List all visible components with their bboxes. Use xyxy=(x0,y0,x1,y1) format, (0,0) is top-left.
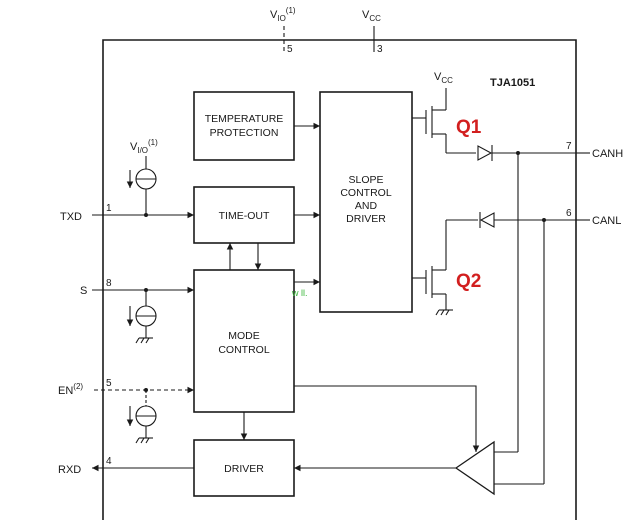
svg-text:VCC: VCC xyxy=(362,9,381,23)
svg-text:8: 8 xyxy=(106,278,112,289)
svg-text:Q1: Q1 xyxy=(456,117,482,138)
driver-block: DRIVER xyxy=(193,439,295,497)
canh-diode xyxy=(477,145,576,161)
svg-text:6: 6 xyxy=(566,208,572,219)
svg-text:AND: AND xyxy=(355,200,378,212)
svg-text:S: S xyxy=(80,285,87,297)
svg-text:TIME-OUT: TIME-OUT xyxy=(219,210,270,222)
svg-text:5: 5 xyxy=(106,378,112,389)
svg-text:DRIVER: DRIVER xyxy=(224,463,264,475)
receiver-comparator xyxy=(294,153,545,496)
svg-text:MODE: MODE xyxy=(228,330,260,342)
svg-text:CANL: CANL xyxy=(592,215,621,227)
svg-text:VIO(1): VIO(1) xyxy=(270,6,296,23)
pin-vio: VIO(1) 5 xyxy=(270,6,296,55)
mode-control-block: MODE CONTROL xyxy=(193,269,295,413)
svg-text:7: 7 xyxy=(566,141,572,152)
svg-text:TXD: TXD xyxy=(60,211,82,223)
vio-current-source: VI/O(1) xyxy=(126,138,158,217)
pin-canh: 7 CANH xyxy=(566,141,623,160)
chip-outline xyxy=(102,39,577,520)
svg-text:CONTROL: CONTROL xyxy=(218,344,269,356)
q1-transistor: VCC Q1 xyxy=(412,71,482,154)
svg-text:CONTROL: CONTROL xyxy=(340,187,391,199)
s-current-source xyxy=(126,288,157,344)
canl-diode xyxy=(479,212,576,228)
watermark: w ll. xyxy=(291,288,308,298)
svg-text:PROTECTION: PROTECTION xyxy=(210,127,279,139)
en-current-source xyxy=(126,388,157,444)
svg-text:EN(2): EN(2) xyxy=(58,382,83,397)
pin-canl: 6 CANL xyxy=(566,208,621,227)
svg-text:5: 5 xyxy=(287,44,293,55)
pin-rxd: RXD 4 xyxy=(58,456,194,476)
svg-text:SLOPE: SLOPE xyxy=(348,174,383,186)
svg-text:4: 4 xyxy=(106,456,112,467)
svg-text:3: 3 xyxy=(377,44,383,55)
temperature-protection-block: TEMPERATURE PROTECTION xyxy=(193,91,295,161)
pin-txd: TXD 1 xyxy=(60,203,194,223)
svg-text:1: 1 xyxy=(106,203,112,214)
time-out-block: TIME-OUT xyxy=(193,186,295,244)
slope-control-block: SLOPE CONTROL AND DRIVER xyxy=(319,91,413,313)
svg-text:Q2: Q2 xyxy=(456,271,481,292)
svg-text:TEMPERATURE: TEMPERATURE xyxy=(205,113,284,125)
svg-text:CANH: CANH xyxy=(592,148,623,160)
q2-transistor: Q2 xyxy=(412,219,481,316)
svg-text:DRIVER: DRIVER xyxy=(346,213,386,225)
svg-text:VCC: VCC xyxy=(434,71,453,85)
pin-vcc: VCC 3 xyxy=(362,9,383,55)
pin-s: S 8 xyxy=(80,278,194,297)
chip-name: TJA1051 xyxy=(490,77,535,89)
svg-text:RXD: RXD xyxy=(58,464,81,476)
svg-text:VI/O(1): VI/O(1) xyxy=(130,138,158,155)
pin-en: EN(2) 5 xyxy=(58,378,194,397)
